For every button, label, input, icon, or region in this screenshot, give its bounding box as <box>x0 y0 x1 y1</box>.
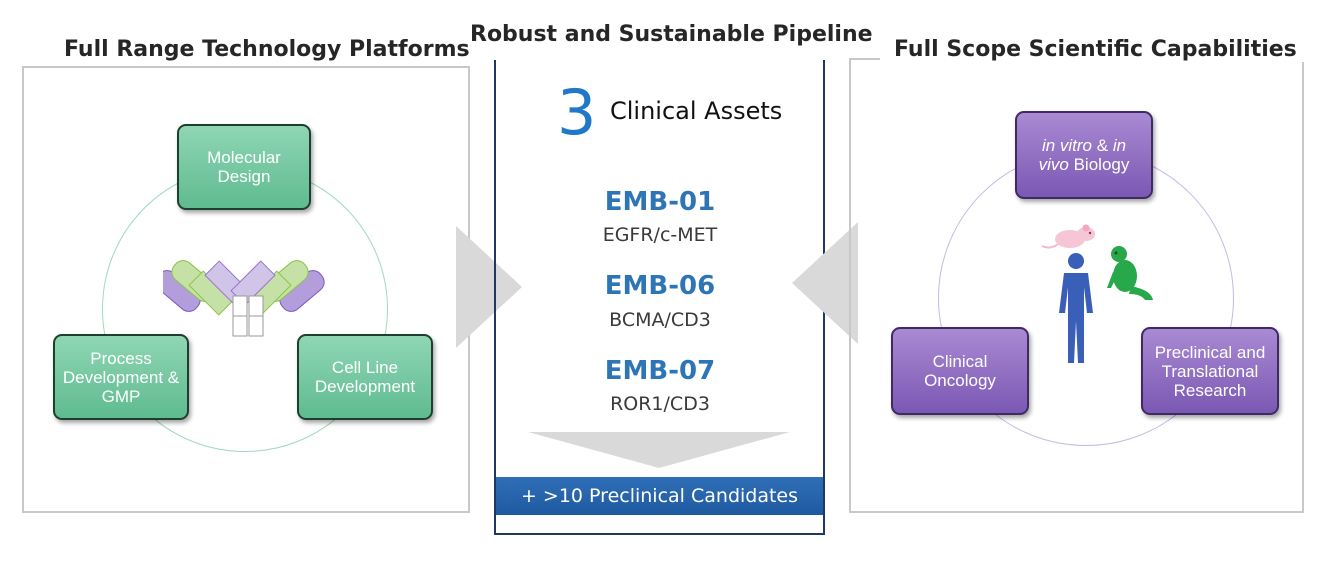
left-panel-title: Full Range Technology Platforms <box>50 37 484 62</box>
clinical-oncology-label: Clinical Oncology <box>924 352 996 390</box>
biology-label: in vitro & in vivo Biology <box>1039 136 1130 174</box>
in-vitro-text: in vitro <box>1041 136 1093 155</box>
asset-code-emb07: EMB-07 <box>604 356 716 386</box>
ampersand-text: & <box>1092 136 1113 155</box>
clinical-assets-label: Clinical Assets <box>610 97 783 125</box>
biology-text: Biology <box>1068 155 1130 174</box>
preclinical-research-node: Preclinical and Translational Research <box>1141 327 1279 415</box>
right-panel-title: Full Scope Scientific Capabilities <box>880 37 1311 62</box>
left-flow-arrow <box>456 226 522 348</box>
down-arrow-icon <box>528 432 790 468</box>
molecular-design-node: Molecular Design <box>177 124 311 210</box>
monkey-icon <box>1107 246 1153 300</box>
molecular-design-label: Molecular Design <box>207 148 281 186</box>
antibody-icon <box>163 260 325 337</box>
clinical-count: 3 <box>557 76 597 149</box>
in-text: in <box>1112 136 1127 155</box>
preclinical-research-label: Preclinical and Translational Research <box>1154 342 1266 400</box>
asset-target-emb01: EGFR/c-MET <box>602 224 718 246</box>
cell-line-development-label: Cell Line Development <box>314 358 416 396</box>
process-development-node: Process Development & GMP <box>53 334 189 420</box>
vivo-text: vivo <box>1038 155 1069 174</box>
human-figure-icon <box>1059 253 1093 363</box>
preclinical-candidates-label: + >10 Preclinical Candidates <box>520 485 799 507</box>
cell-line-development-node: Cell Line Development <box>297 334 433 420</box>
biology-node: in vitro & in vivo Biology <box>1015 111 1153 199</box>
asset-target-emb06: BCMA/CD3 <box>609 309 711 331</box>
asset-code-emb01: EMB-01 <box>604 187 716 217</box>
process-development-label: Process Development & GMP <box>62 348 180 406</box>
preclinical-candidates-bar: + >10 Preclinical Candidates <box>496 477 823 515</box>
right-flow-arrow <box>792 222 858 344</box>
pipeline-title: Robust and Sustainable Pipeline <box>470 22 873 47</box>
asset-code-emb06: EMB-06 <box>604 271 716 301</box>
asset-target-emb07: ROR1/CD3 <box>610 393 710 415</box>
rat-icon <box>1041 224 1095 249</box>
clinical-oncology-node: Clinical Oncology <box>891 327 1029 415</box>
